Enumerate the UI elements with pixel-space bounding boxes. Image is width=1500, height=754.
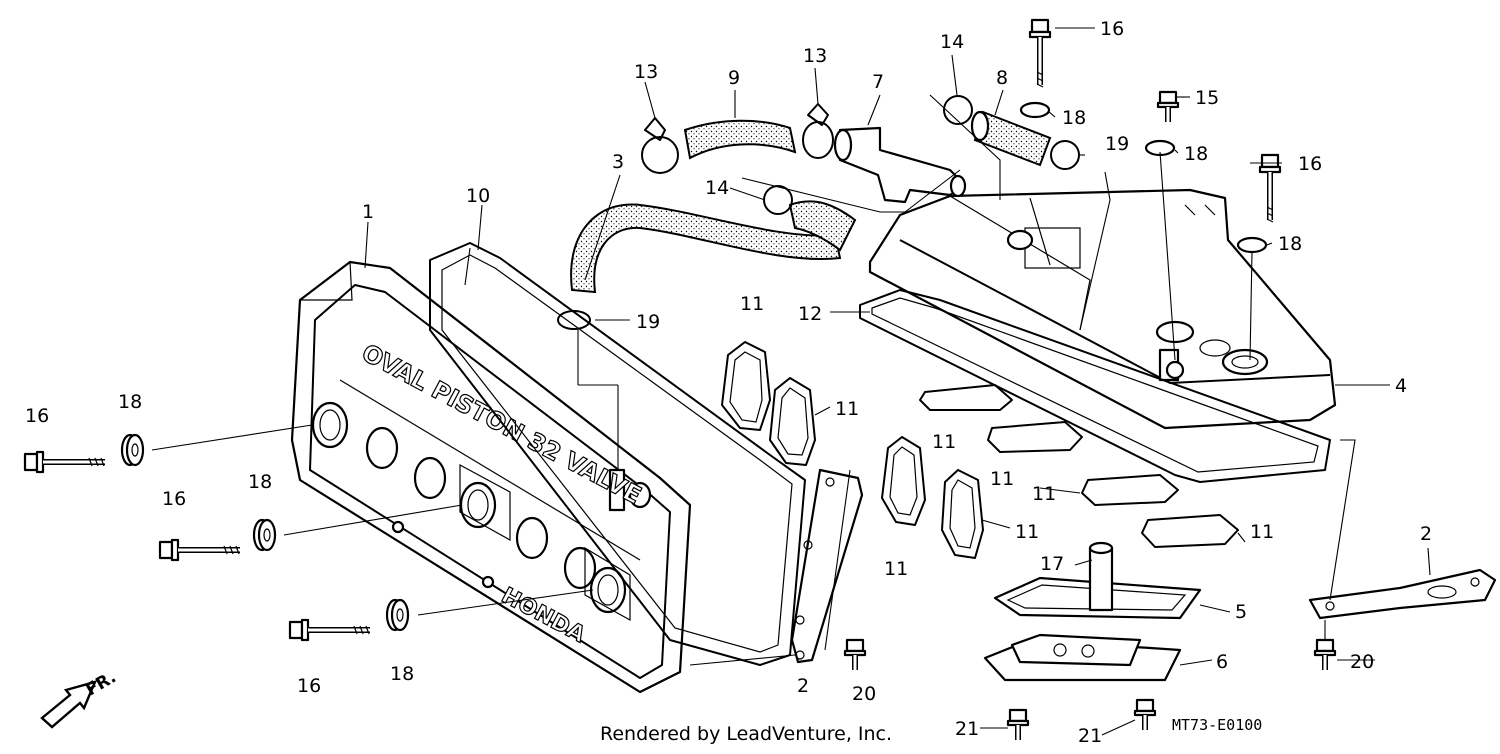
callout-11-c: 11 [932, 431, 956, 453]
callout-14-top: 14 [940, 31, 964, 53]
callout-18-f: 18 [390, 663, 414, 685]
callout-16-c: 16 [297, 675, 321, 697]
callout-3: 3 [612, 151, 624, 173]
callout-4: 4 [1395, 375, 1407, 397]
callout-18-a: 18 [1062, 107, 1086, 129]
head-cover-gasket-left [429, 242, 806, 666]
callout-13-right: 13 [803, 45, 827, 67]
diagram-code: MT73-E0100 [1172, 716, 1262, 734]
callout-21-b: 21 [1078, 725, 1102, 747]
callout-18-c: 18 [1278, 233, 1302, 255]
callout-6: 6 [1216, 651, 1228, 673]
callout-10: 10 [466, 185, 490, 207]
cylinder-head-cover-right [868, 188, 1337, 430]
callout-5: 5 [1235, 601, 1247, 623]
callout-19-top: 19 [1105, 133, 1129, 155]
breather-tube [833, 126, 967, 204]
callout-18-d: 18 [118, 391, 142, 413]
bracket-left [790, 468, 864, 664]
head-cover-gasket-right [859, 289, 1331, 483]
bracket-right [1308, 568, 1497, 620]
callout-21-a: 21 [955, 718, 979, 740]
callout-14-left: 14 [705, 177, 729, 199]
callout-16-b: 16 [162, 488, 186, 510]
callout-2-right: 2 [1420, 523, 1432, 545]
callout-11-a: 11 [740, 293, 764, 315]
callout-11-d: 11 [990, 468, 1014, 490]
callout-20-bottom: 20 [852, 683, 876, 705]
callout-7: 7 [872, 71, 884, 93]
callout-16-a: 16 [25, 405, 49, 427]
callout-11-b: 11 [835, 398, 859, 420]
callout-17: 17 [1040, 553, 1064, 575]
render-credit: Rendered by LeadVenture, Inc. [600, 723, 892, 745]
breather-hoses [570, 110, 1052, 294]
callout-19-left: 19 [636, 311, 660, 333]
callout-9: 9 [728, 67, 740, 89]
plug-seals [721, 341, 1239, 559]
callout-8: 8 [996, 67, 1008, 89]
callout-16-right: 16 [1298, 153, 1322, 175]
callout-1: 1 [362, 201, 374, 223]
callout-11-g: 11 [884, 558, 908, 580]
callout-11-f: 11 [1015, 521, 1039, 543]
breather-chamber [983, 633, 1182, 682]
breather-plate-and-pipe [993, 541, 1202, 620]
callout-2-bottom: 2 [797, 675, 809, 697]
callout-12: 12 [798, 303, 822, 325]
callout-13-left: 13 [634, 61, 658, 83]
callout-numbers: 1 10 3 13 9 13 7 14 14 8 16 15 18 18 19 … [25, 18, 1432, 747]
callout-11-h: 11 [1250, 521, 1274, 543]
fasteners [25, 20, 1335, 740]
callout-18-e: 18 [248, 471, 272, 493]
callout-16-top: 16 [1100, 18, 1124, 40]
callout-18-b: 18 [1184, 143, 1208, 165]
callout-15: 15 [1195, 87, 1219, 109]
leader-lines [151, 27, 1390, 666]
callout-11-e: 11 [1032, 483, 1056, 505]
callout-20-right: 20 [1350, 651, 1374, 673]
front-arrow: FR. [40, 667, 120, 729]
